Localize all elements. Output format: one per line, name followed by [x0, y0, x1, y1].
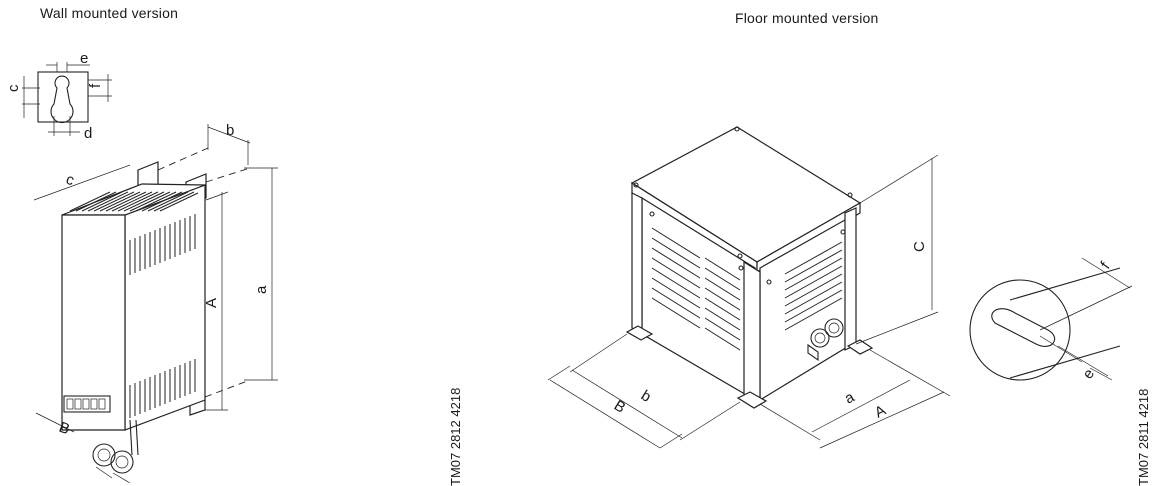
floor-mounted-caption: Floor mounted version	[735, 10, 879, 26]
wall-label-c: c	[64, 171, 77, 190]
wall-label-a: a	[253, 285, 270, 294]
wall-label-b: b	[226, 122, 234, 139]
wall-detail-label-e: e	[80, 50, 88, 67]
wall-mounted-caption: Wall mounted version	[40, 5, 179, 21]
wall-detail-label-c: c	[5, 84, 22, 92]
floor-label-B: B	[611, 397, 629, 417]
wall-keyhole-detail: e c f d	[5, 50, 112, 142]
floor-label-b: b	[638, 387, 654, 406]
wall-detail-label-d: d	[84, 125, 92, 142]
wall-label-B: B	[57, 419, 72, 438]
floor-slot-detail: f e	[969, 257, 1133, 382]
wall-unit: b c A a B	[33, 122, 278, 484]
wall-label-A: A	[203, 298, 220, 308]
floor-label-C: C	[911, 241, 928, 252]
floor-detail-label-f: f	[1097, 258, 1114, 272]
floor-label-a: a	[842, 388, 858, 407]
wall-detail-label-f: f	[87, 83, 104, 88]
floor-unit: C b B a A	[547, 126, 951, 449]
floor-label-A: A	[872, 402, 889, 422]
